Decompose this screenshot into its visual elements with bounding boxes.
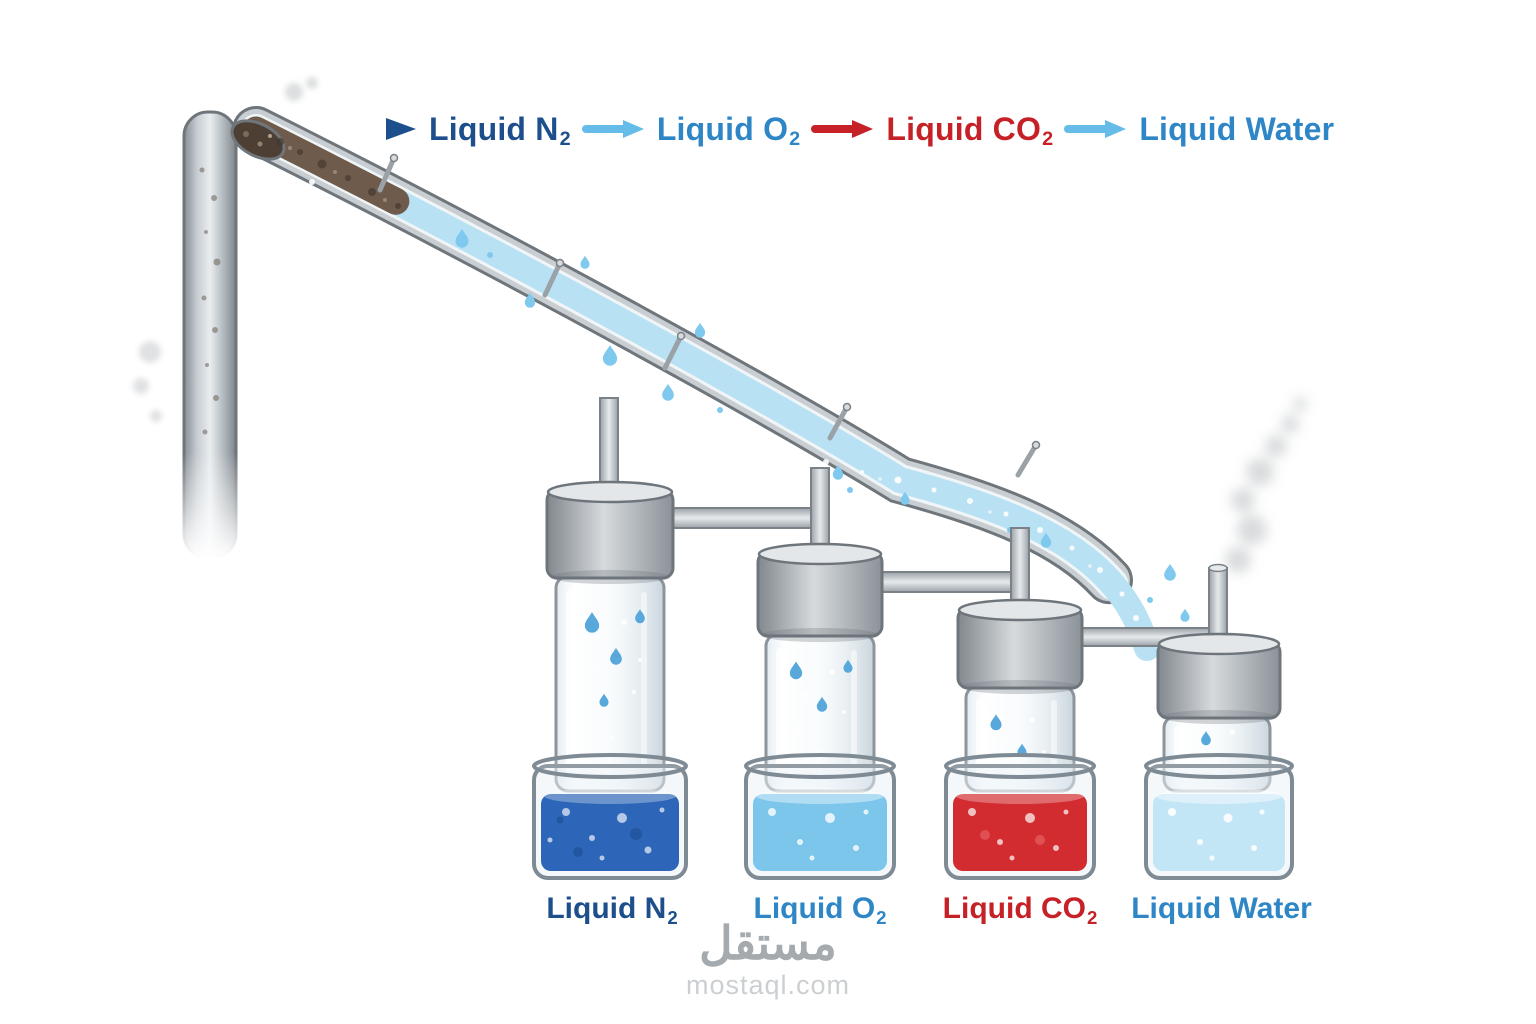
flow-arrow-to-n2-icon — [300, 118, 416, 140]
pipe-support-pins — [377, 153, 1041, 478]
connector-pipe-1-2 — [669, 507, 821, 529]
collection-unit-co2 — [944, 527, 1217, 880]
pipe-elbow-opening — [230, 119, 286, 161]
flow-legend: Liquid N2 Liquid O2 Liquid CO2 Liquid Wa… — [300, 102, 1335, 156]
beaker-rim-n2 — [532, 753, 688, 779]
container-label-o2: Liquid O2 — [753, 892, 887, 928]
beaker-rim-water — [1144, 753, 1294, 779]
connector-pipe-2-3 — [877, 571, 1019, 593]
container-label-n2: Liquid N2 — [546, 892, 678, 928]
beaker-liquid-n2 — [541, 794, 679, 871]
beaker-rim-co2 — [944, 753, 1096, 779]
beaker-n2 — [532, 753, 688, 880]
beaker-water — [1144, 753, 1294, 880]
container-label-water: Liquid Water — [1131, 892, 1312, 925]
beaker-bubbles-o2 — [768, 808, 869, 861]
flow-arrow-to-co2-icon — [811, 120, 874, 138]
beaker-bubbles-water — [1168, 808, 1265, 861]
pipe-bubbles — [309, 179, 1146, 639]
beaker-bubbles-n2 — [547, 807, 665, 861]
pipe-dirt-spots — [276, 138, 401, 209]
steam — [1225, 397, 1307, 573]
condensation-dots-n2 — [573, 598, 642, 740]
beaker-liquid-water — [1153, 794, 1285, 871]
beaker-bubbles-co2 — [968, 808, 1069, 861]
flow-arrow-to-water-icon — [1064, 120, 1127, 138]
legend-label-water: Liquid Water — [1139, 110, 1335, 147]
intake-pipe-fade — [176, 452, 244, 570]
beaker-rim-o2 — [744, 753, 896, 779]
collection-unit-o2 — [744, 467, 1019, 880]
intake-pipe-speckles — [199, 167, 221, 435]
beaker-o2 — [744, 753, 896, 880]
collection-unit-n2 — [532, 397, 821, 880]
watermark-brand: مستقل — [699, 917, 837, 969]
condensation-dots-o2 — [785, 661, 846, 754]
legend-label-o2: Liquid O2 — [656, 110, 801, 151]
smoke-top-left — [285, 77, 318, 101]
watermark-domain: mostaql.com — [685, 970, 851, 1000]
collection-unit-water — [1144, 563, 1294, 880]
intake-pipe — [176, 110, 244, 570]
legend-label-n2: Liquid N2 — [429, 110, 571, 151]
smoke-left-side — [133, 341, 162, 422]
flow-arrow-to-o2-icon — [581, 120, 644, 138]
legend-label-co2: Liquid CO2 — [886, 110, 1054, 151]
beaker-co2 — [944, 753, 1096, 880]
beaker-liquid-co2 — [953, 794, 1087, 871]
container-label-co2: Liquid CO2 — [942, 892, 1098, 928]
beaker-liquid-o2 — [753, 794, 887, 871]
